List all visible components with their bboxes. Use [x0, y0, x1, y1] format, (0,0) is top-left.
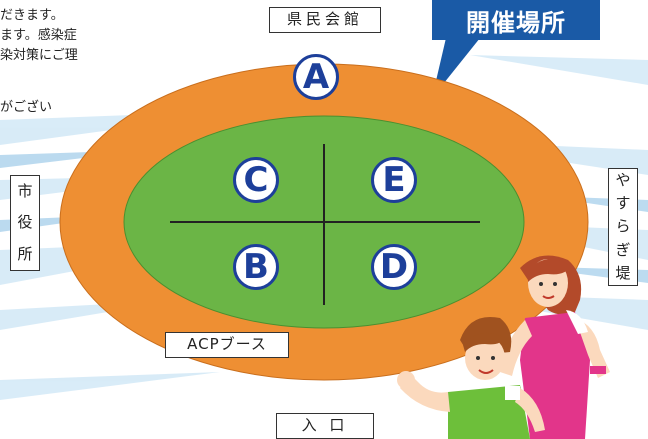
notice-line: がござい: [0, 100, 53, 115]
zone-c-marker: C: [233, 157, 279, 203]
boy-runner: [397, 316, 545, 439]
label-city-hall-char: 所: [17, 244, 33, 263]
label-yasuragi-char: や: [615, 171, 631, 190]
zone-b-marker: B: [233, 244, 279, 290]
label-city-hall-char: 市: [17, 182, 33, 201]
zone-a-marker: A: [293, 54, 339, 100]
label-yasuragi-char: ら: [615, 217, 631, 236]
label-yasuragi-char: ぎ: [615, 240, 631, 259]
label-city-hall-char: 役: [17, 213, 33, 232]
zone-d-marker: D: [371, 244, 417, 290]
label-yasuragi-char: す: [615, 194, 631, 213]
label-kenmin-kaikan: 県民会館: [269, 7, 381, 33]
notice-line: 染対策にご理: [0, 48, 78, 63]
label-yasuragi-char: 堤: [615, 263, 631, 282]
label-acp-booth: ACPブース: [165, 332, 289, 358]
zone-e-marker: E: [371, 157, 417, 203]
notice-line: だきます。: [0, 8, 64, 23]
label-city-hall: 市 役 所: [10, 175, 40, 271]
notice-line: ます。感染症: [0, 28, 77, 43]
venue-title: 開催場所: [432, 0, 600, 40]
label-yasuragi-tsutsumi: や す ら ぎ 堤: [608, 168, 638, 286]
